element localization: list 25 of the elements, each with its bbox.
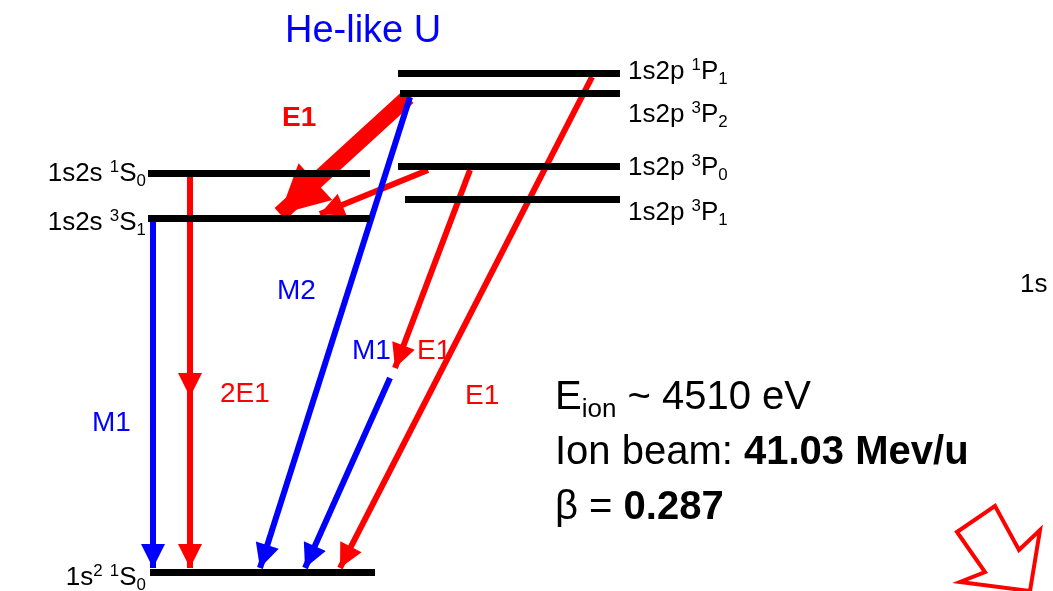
level-label: 1s2p $^{3}$P$_{0}$ [628,153,728,179]
transition-arrow [337,75,595,570]
level-label: 1s2p $^{3}$P$_{2}$ [628,100,728,126]
note-text: Ion beam: 41.03 Mev/u [555,430,969,470]
transition-arrow [302,376,393,570]
transition-arrow [255,96,413,569]
edge-label: M1 [352,336,391,364]
note-text: 1s [1020,270,1048,296]
edge-label: E1 [282,103,317,131]
transition-arrow [392,168,473,370]
edge-label: 2E1 [220,379,270,407]
note-text: E$_{ion}$ ~ 4510 eV [555,375,811,415]
diagram-title: He-like U [285,10,442,48]
edge-label: E1 [465,381,500,409]
level-label: 1s2p $^{1}$P$_{1}$ [628,57,728,83]
level-label: 1s2s $^{1}$S$_{0}$ [47,159,146,185]
level-label: 1s2s $^{3}$S$_{1}$ [47,208,146,234]
transition-arrow [178,177,202,568]
level-label: 1s$^{2}$ $^{1}$S$_{0}$ [65,563,146,589]
transition-arrow [318,167,430,217]
level-label: 1s2p $^{3}$P$_{1}$ [628,198,728,224]
note-text: β = 0.287 [555,485,724,525]
edge-label: M2 [277,276,316,304]
edge-label: M1 [92,408,131,436]
transition-arrow [141,222,165,568]
